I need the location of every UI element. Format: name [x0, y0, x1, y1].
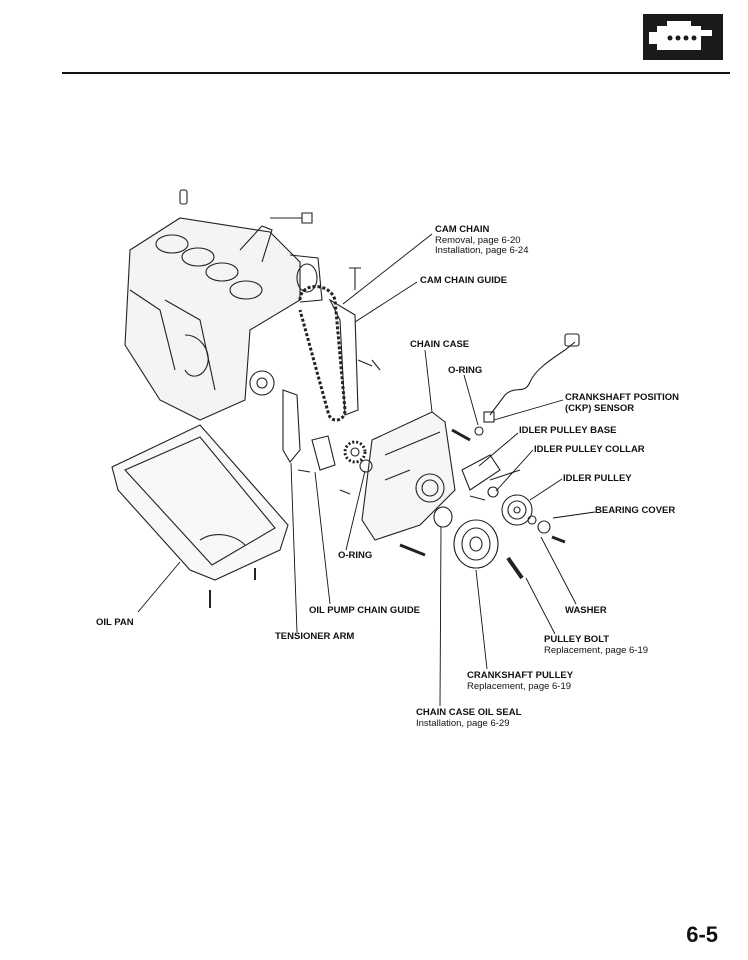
- oil-pan-drawing: [111, 424, 289, 581]
- ckp-sensor-drawing: [489, 341, 576, 416]
- o-ring-lower-drawing: [359, 459, 373, 473]
- label-crankshaft-pulley: CRANKSHAFT PULLEY Replacement, page 6-19: [467, 670, 574, 692]
- cam-chain-drawing: [298, 285, 347, 422]
- label-washer-title: WASHER: [565, 605, 607, 616]
- label-cam-chain-title: CAM CHAIN: [435, 224, 490, 235]
- label-chain-case-title: CHAIN CASE: [410, 339, 470, 350]
- label-cam-chain-guide: CAM CHAIN GUIDE: [420, 275, 508, 287]
- label-oil-pump-chain-guide-title: OIL PUMP CHAIN GUIDE: [309, 605, 421, 616]
- label-idler-pulley-collar: IDLER PULLEY COLLAR: [534, 444, 645, 456]
- label-oil-pan: OIL PAN: [96, 617, 134, 629]
- idler-pulley-collar-drawing: [487, 486, 499, 498]
- tensioner-arm-drawing: [282, 389, 301, 463]
- label-idler-pulley-title: IDLER PULLEY: [563, 473, 632, 484]
- label-cam-chain-removal: Removal, page 6-20: [435, 234, 521, 246]
- label-chain-case: CHAIN CASE: [410, 339, 470, 351]
- header-rule: [62, 72, 730, 74]
- label-cam-chain-installation: Installation, page 6-24: [435, 245, 529, 256]
- o-ring-upper-drawing: [474, 426, 484, 436]
- label-chain-case-oil-seal: CHAIN CASE OIL SEAL Installation, page 6…: [416, 707, 522, 729]
- label-crankshaft-pulley-title: CRANKSHAFT PULLEY: [467, 670, 574, 681]
- label-o-ring-bottom: O-RING: [338, 550, 373, 562]
- label-ckp-sensor-title: CRANKSHAFT POSITION: [565, 392, 679, 403]
- engine-block-drawing: [124, 217, 323, 421]
- label-oil-pan-title: OIL PAN: [96, 617, 134, 628]
- label-ckp-sensor: CRANKSHAFT POSITION (CKP) SENSOR: [565, 392, 679, 414]
- label-idler-pulley-collar-title: IDLER PULLEY COLLAR: [534, 444, 645, 455]
- label-bearing-cover: BEARING COVER: [595, 505, 676, 517]
- pulley-bolt-drawing: [506, 556, 524, 580]
- label-o-ring-top: O-RING: [448, 365, 483, 377]
- engine-icon: [649, 21, 712, 50]
- label-idler-pulley-base-title: IDLER PULLEY BASE: [519, 425, 617, 436]
- dowel-pin-drawing: [179, 189, 188, 205]
- label-idler-pulley-base: IDLER PULLEY BASE: [519, 425, 617, 437]
- label-idler-pulley: IDLER PULLEY: [563, 473, 632, 485]
- label-bearing-cover-title: BEARING COVER: [595, 505, 676, 516]
- label-ckp-sensor-sub: (CKP) SENSOR: [565, 402, 635, 414]
- label-crankshaft-pulley-sub: Replacement, page 6-19: [467, 680, 572, 692]
- label-pulley-bolt: PULLEY BOLT Replacement, page 6-19: [544, 634, 649, 656]
- chain-case-oil-seal-drawing: [433, 506, 453, 528]
- label-oil-pump-chain-guide: OIL PUMP CHAIN GUIDE: [309, 605, 421, 617]
- engine-section-icon: [643, 14, 723, 60]
- oil-pump-sprocket-drawing: [343, 440, 367, 464]
- label-tensioner-arm: TENSIONER ARM: [275, 631, 355, 643]
- label-o-ring-top-title: O-RING: [448, 365, 483, 376]
- label-pulley-bolt-sub: Replacement, page 6-19: [544, 644, 649, 656]
- cam-chain-guide-drawing: [328, 298, 359, 416]
- label-pulley-bolt-title: PULLEY BOLT: [544, 634, 610, 645]
- label-chain-case-oil-seal-title: CHAIN CASE OIL SEAL: [416, 707, 522, 718]
- crankshaft-pulley-drawing: [453, 519, 499, 569]
- label-cam-chain: CAM CHAIN Removal, page 6-20 Installatio…: [435, 224, 529, 257]
- oil-pump-chain-guide-drawing: [311, 435, 336, 471]
- label-tensioner-arm-title: TENSIONER ARM: [275, 631, 355, 642]
- idler-pulley-base-drawing: [461, 454, 501, 491]
- bearing-cover-drawing: [537, 520, 551, 534]
- label-chain-case-oil-seal-sub: Installation, page 6-29: [416, 717, 510, 729]
- label-washer: WASHER: [565, 605, 607, 617]
- label-cam-chain-guide-title: CAM CHAIN GUIDE: [420, 275, 508, 286]
- page-number: 6-5: [686, 922, 718, 947]
- washer-drawing: [527, 515, 537, 525]
- idler-pulley-drawing: [501, 494, 533, 526]
- label-o-ring-bottom-title: O-RING: [338, 550, 373, 561]
- chain-case-drawing: [361, 411, 456, 541]
